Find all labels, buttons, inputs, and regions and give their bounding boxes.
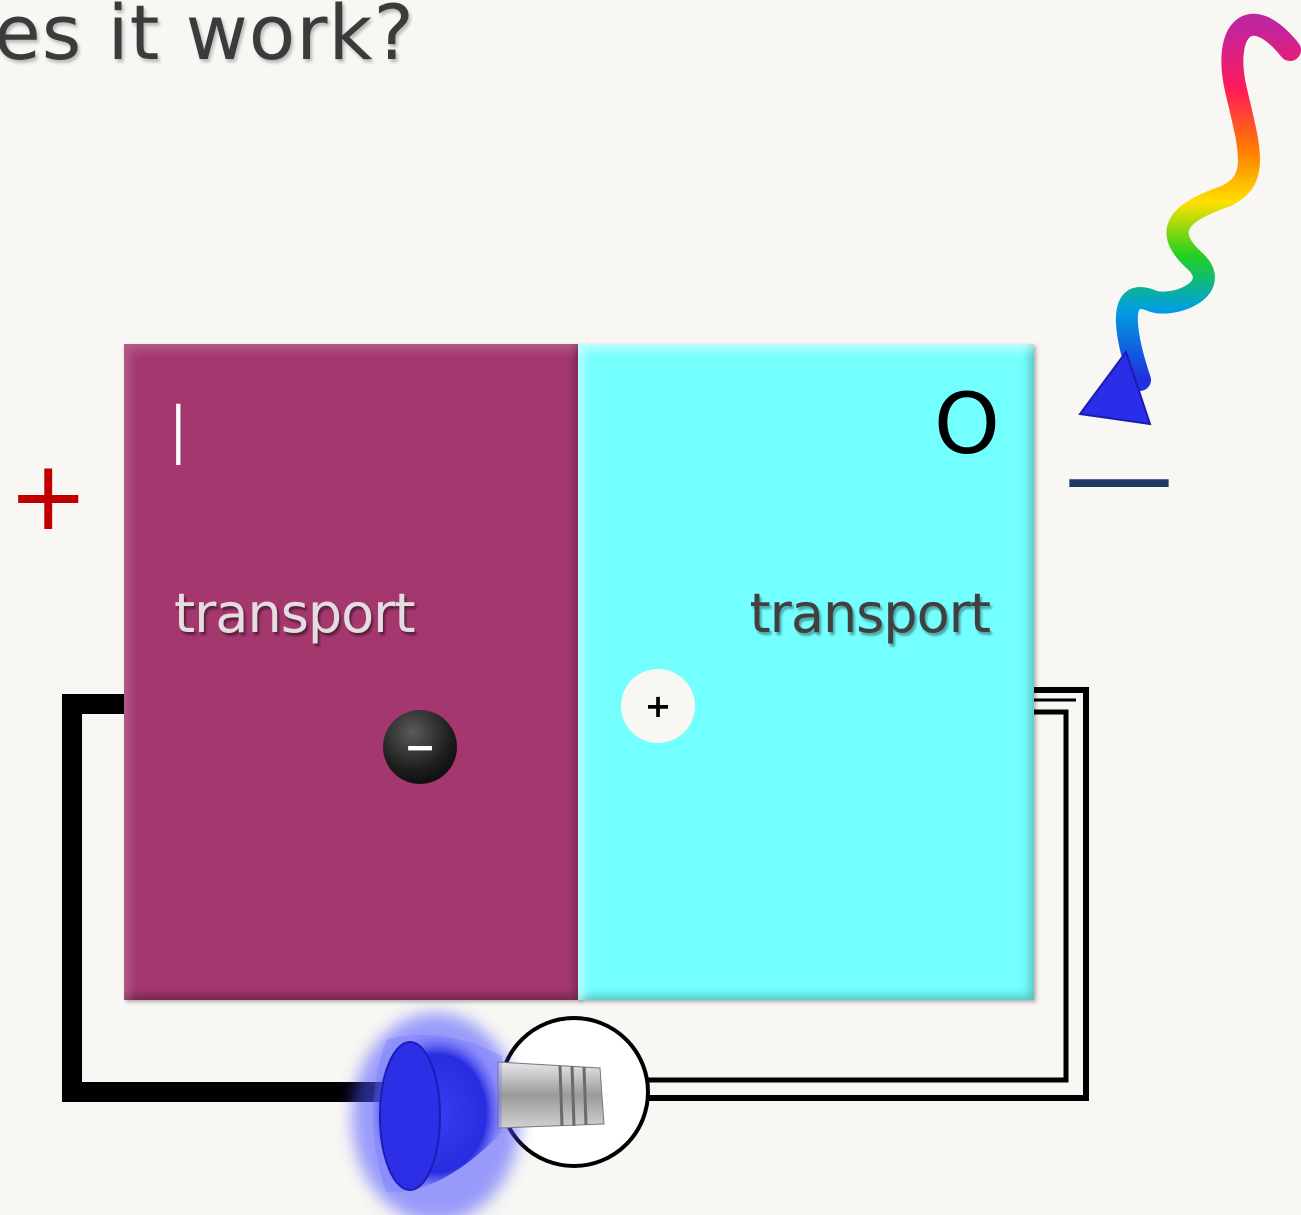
led-bulb-icon bbox=[352, 1013, 605, 1215]
negative-terminal-sign: — bbox=[1064, 411, 1174, 539]
layer-i-label: I bbox=[166, 387, 191, 485]
slide-title: es it work? bbox=[0, 0, 415, 77]
wire-right-outer bbox=[640, 687, 1089, 1101]
hole-charge-icon: + bbox=[621, 669, 695, 743]
wire-right-inner bbox=[640, 709, 1069, 1083]
electron-charge-icon: − bbox=[383, 710, 457, 784]
layer-o-label: O bbox=[933, 375, 1000, 473]
layer-i-transport-label: transport bbox=[174, 582, 416, 645]
layer-o-transport-label: transport bbox=[749, 582, 991, 645]
wire-left bbox=[62, 694, 392, 1102]
light-wave-arrow-icon bbox=[1078, 13, 1301, 426]
layer-i-block: I transport bbox=[124, 344, 580, 1000]
positive-terminal-sign: + bbox=[8, 440, 89, 552]
